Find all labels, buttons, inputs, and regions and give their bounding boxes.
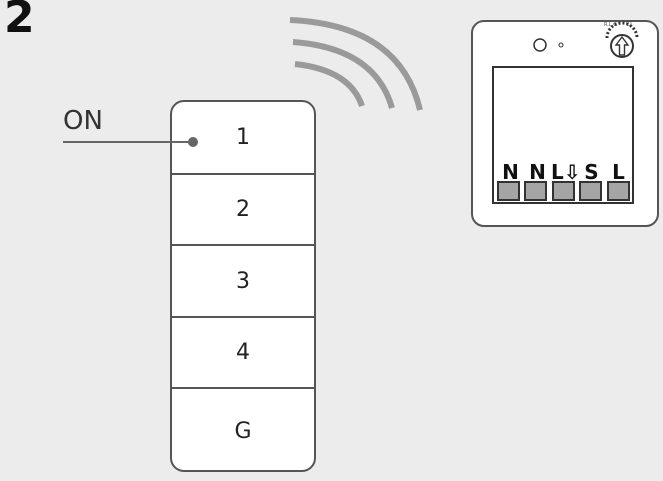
remote-button-4-label: 4 bbox=[236, 340, 250, 365]
terminal-block bbox=[497, 181, 520, 201]
remote-button-g-label: G bbox=[234, 419, 252, 444]
terminal-block bbox=[579, 181, 602, 201]
signal-waves-icon bbox=[289, 17, 423, 111]
terminal-block bbox=[607, 181, 630, 201]
remote-button-4[interactable]: 4 bbox=[172, 316, 314, 387]
remote-button-2[interactable]: 2 bbox=[172, 173, 314, 244]
terminal-label-l-switched: L⇩ bbox=[551, 160, 581, 184]
remote-button-2-label: 2 bbox=[236, 197, 250, 222]
terminal-label-l: L bbox=[612, 160, 625, 184]
rotary-dial-icon bbox=[605, 21, 639, 58]
terminal-labels: N N L⇩ S L bbox=[497, 160, 633, 184]
on-pointer-dot bbox=[188, 137, 198, 147]
terminal-label-n1: N bbox=[502, 160, 519, 184]
remote-button-1-label: 1 bbox=[236, 125, 250, 150]
dial-power-label: ⏻ bbox=[626, 20, 632, 28]
remote-button-1[interactable]: 1 bbox=[172, 102, 314, 173]
terminal-block bbox=[524, 181, 547, 201]
remote-button-g[interactable]: G bbox=[172, 387, 314, 470]
terminal-label-s: S bbox=[584, 160, 599, 184]
terminal-block bbox=[552, 181, 575, 201]
remote-control: 1 2 3 4 G bbox=[170, 100, 316, 472]
led-indicator-icon bbox=[533, 38, 564, 52]
dial-mode-label: R.L.C bbox=[604, 22, 617, 28]
remote-button-3-label: 3 bbox=[236, 268, 250, 294]
terminal-label-n2: N bbox=[529, 160, 546, 184]
receiver-module bbox=[471, 20, 659, 227]
remote-button-3[interactable]: 3 bbox=[172, 244, 314, 316]
up-arrow-icon bbox=[614, 35, 630, 56]
step-number: 2 bbox=[4, 0, 35, 43]
on-label: ON bbox=[63, 106, 103, 136]
